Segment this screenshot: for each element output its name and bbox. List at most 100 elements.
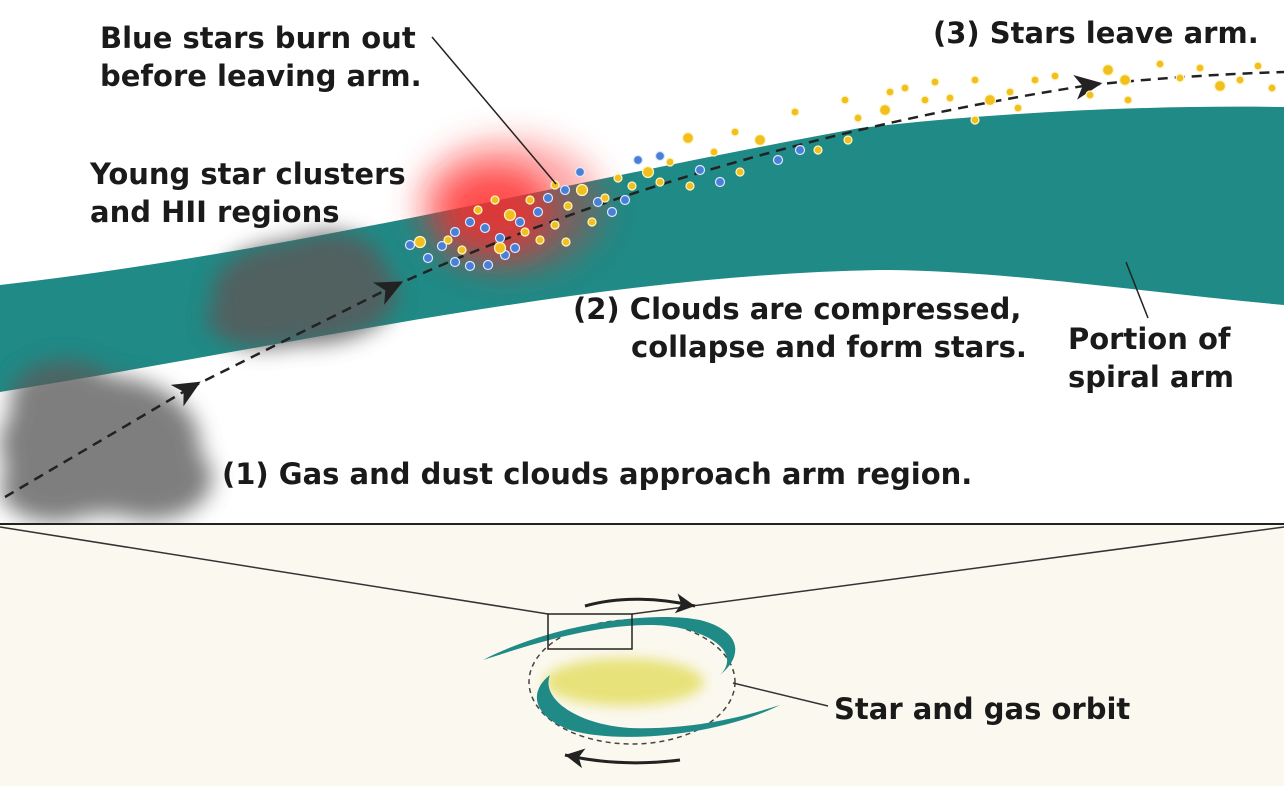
yellow-star: [1155, 59, 1165, 69]
yellow-star: [490, 195, 500, 205]
rotation-arrow-bottom-head: [565, 748, 586, 769]
zoom-line-left: [0, 526, 549, 615]
label-step2: (2) Clouds are compressed, collapse and …: [573, 290, 1027, 366]
yellow-star: [920, 95, 930, 105]
yellow-star: [735, 167, 745, 177]
lower-panel: [0, 525, 1284, 786]
yellow-star: [1253, 61, 1263, 71]
blue-star: [772, 154, 784, 166]
label-step2-line1: (2) Clouds are compressed,: [573, 292, 1022, 326]
label-young-clusters: Young star clusters and HII regions: [90, 155, 406, 231]
galaxy-core: [544, 658, 704, 706]
galaxy-orbit-ring: [528, 619, 736, 745]
blue-star: [436, 240, 448, 252]
label-young-clusters-line2: and HII regions: [90, 195, 340, 229]
yellow-star: [709, 147, 719, 157]
galaxy-spiral-arm-lower: [536, 675, 780, 737]
label-young-clusters-line1: Young star clusters: [90, 157, 406, 191]
yellow-star: [970, 75, 980, 85]
yellow-star: [878, 103, 892, 117]
yellow-star: [520, 227, 530, 237]
yellow-star: [1195, 63, 1205, 73]
blue-star: [559, 184, 571, 196]
yellow-star: [790, 107, 800, 117]
spiral-arm-leader-line: [1125, 261, 1149, 319]
yellow-star: [1213, 79, 1227, 93]
blue-star: [464, 260, 476, 272]
zoom-line-right: [631, 526, 1284, 615]
yellow-star: [1050, 71, 1060, 81]
label-blue-stars-line2: before leaving arm.: [100, 59, 422, 93]
yellow-star: [503, 208, 517, 222]
yellow-star: [685, 181, 695, 191]
blue-star: [509, 242, 521, 254]
yellow-star: [1030, 75, 1040, 85]
label-blue-stars: Blue stars burn out before leaving arm.: [100, 19, 422, 95]
yellow-star: [1085, 90, 1095, 100]
yellow-star: [813, 145, 823, 155]
yellow-star: [641, 165, 655, 179]
yellow-star: [1101, 63, 1115, 77]
label-portion-of-spiral-arm: Portion of spiral arm: [1068, 320, 1234, 396]
yellow-star: [600, 193, 610, 203]
yellow-star: [1235, 75, 1245, 85]
yellow-star: [443, 235, 453, 245]
yellow-star: [1123, 95, 1133, 105]
blue-star: [592, 196, 604, 208]
label-portion-line2: spiral arm: [1068, 360, 1234, 394]
blue-star: [574, 166, 586, 178]
yellow-star: [535, 235, 545, 245]
yellow-star: [983, 93, 997, 107]
blue-star: [479, 222, 491, 234]
label-step2-line2: collapse and form stars.: [631, 330, 1027, 364]
yellow-star: [730, 127, 740, 137]
blue-star: [404, 239, 416, 251]
orbit-path-exit: [1089, 70, 1284, 87]
yellow-star: [587, 217, 597, 227]
blue-star: [532, 206, 544, 218]
gas-cloud-approaching: [0, 360, 212, 522]
yellow-star: [655, 177, 665, 187]
blue-star: [714, 176, 726, 188]
blue-star: [464, 216, 476, 228]
yellow-star: [853, 113, 863, 123]
yellow-star: [457, 245, 467, 255]
blue-star: [494, 232, 506, 244]
yellow-star: [1175, 73, 1185, 83]
blue-star: [619, 194, 631, 206]
label-portion-line1: Portion of: [1068, 322, 1231, 356]
stars-group: [404, 59, 1277, 272]
yellow-star: [473, 205, 483, 215]
orbit-leader-line: [732, 682, 829, 707]
yellow-star: [550, 180, 560, 190]
label-star-gas-orbit: Star and gas orbit: [834, 692, 1131, 726]
yellow-star: [930, 77, 940, 87]
orbit-path-leaving: [391, 74, 1103, 289]
yellow-star: [613, 173, 623, 183]
yellow-star: [413, 235, 427, 249]
yellow-star: [945, 93, 955, 103]
yellow-star: [550, 220, 560, 230]
blue-star: [606, 206, 618, 218]
gas-cloud-compressed: [207, 232, 397, 348]
orbit-path-through-arm: [189, 281, 404, 390]
yellow-star: [561, 237, 571, 247]
blue-star: [514, 216, 526, 228]
blue-star: [654, 150, 666, 162]
yellow-star: [681, 131, 695, 145]
yellow-star: [900, 83, 910, 93]
hii-region: [415, 137, 605, 273]
yellow-star: [753, 133, 767, 147]
yellow-star: [563, 201, 573, 211]
yellow-star: [970, 115, 980, 125]
blue-star: [694, 164, 706, 176]
label-step3: (3) Stars leave arm.: [933, 16, 1259, 50]
rotation-arrow-top-head: [674, 593, 695, 614]
yellow-star: [525, 195, 535, 205]
blue-star: [422, 252, 434, 264]
yellow-star: [627, 181, 637, 191]
zoom-box: [547, 613, 633, 650]
blue-stars-leader-line: [431, 36, 557, 185]
